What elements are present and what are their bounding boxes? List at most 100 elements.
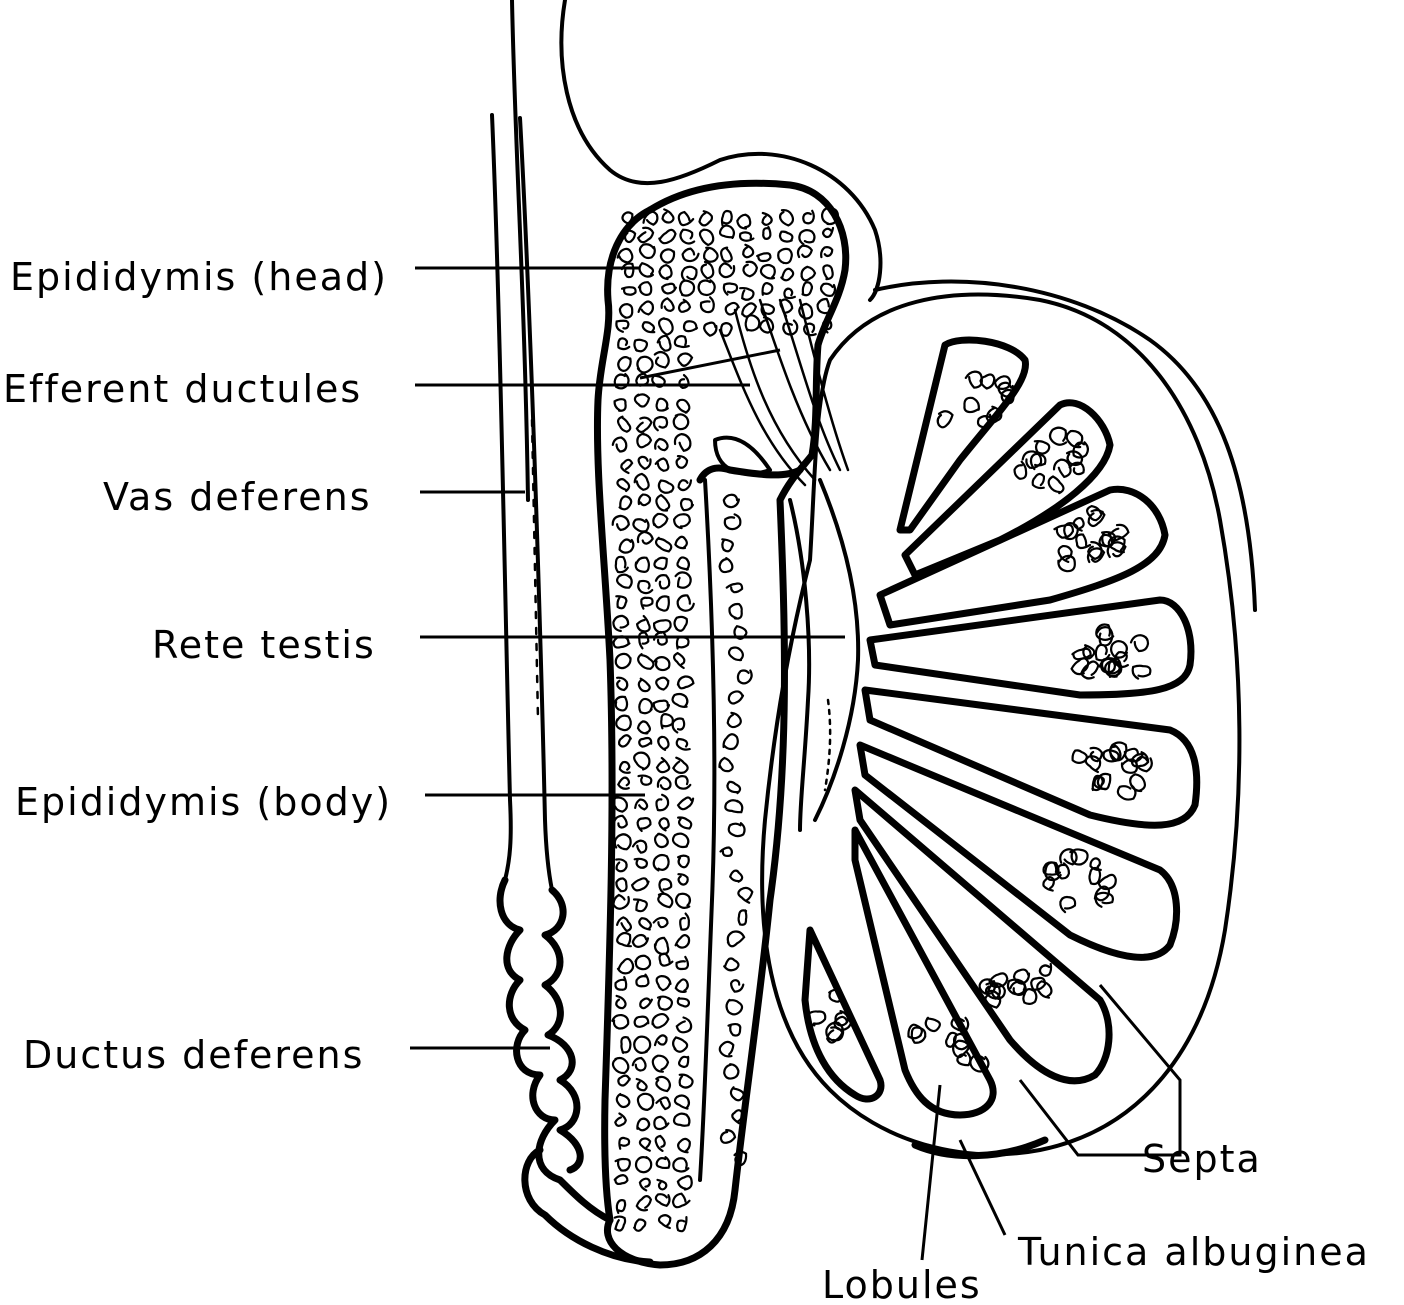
tubule-coil	[660, 713, 674, 730]
tubule-coil	[638, 1137, 652, 1152]
tubule-coil	[636, 817, 652, 833]
tubule-coil	[613, 398, 627, 412]
tubule-coil	[676, 1175, 693, 1191]
tubule-coil	[616, 931, 632, 948]
lobule-1	[896, 336, 1030, 534]
tubule-coil	[616, 573, 633, 589]
tubule-coil	[1042, 861, 1062, 876]
tubule-coil	[969, 1054, 990, 1073]
tubule-coil	[653, 350, 670, 369]
tubule-coil	[727, 690, 745, 705]
label-rete-testis: Rete testis	[152, 623, 376, 667]
tubule-coil	[677, 1137, 691, 1154]
label-tunica-albuginea: Tunica albuginea	[1017, 1230, 1370, 1274]
label-efferent-ductules: Efferent ductules	[3, 367, 362, 411]
tubule-coil	[657, 1214, 672, 1230]
tubule-coil	[1033, 440, 1051, 455]
label-epididymis-head: Epididymis (head)	[10, 255, 388, 299]
tubule-coil	[1038, 962, 1053, 977]
tubule-coil	[739, 286, 755, 301]
tubule-coil	[673, 1094, 691, 1110]
tubule-coil	[718, 262, 736, 279]
ductus-deferens-coils	[496, 876, 654, 1266]
tubule-coil	[638, 261, 655, 278]
tubule-coil	[737, 886, 754, 904]
tubule-coil	[659, 248, 676, 264]
tubule-coil	[637, 281, 653, 296]
tubule-coil	[638, 736, 653, 748]
tubule-coil	[777, 247, 793, 265]
tubule-coil	[654, 457, 670, 472]
tubule-coil	[1082, 644, 1096, 660]
lobule-4	[866, 596, 1195, 699]
tubule-coil	[636, 1092, 655, 1112]
tubule-coil	[618, 302, 634, 319]
tubule-coil	[801, 281, 814, 297]
tubule-coil	[983, 989, 1002, 1009]
tubule-coil	[680, 265, 698, 282]
tubule-coil	[614, 652, 632, 670]
tubule-coil	[727, 822, 746, 838]
tubule-coil	[798, 229, 816, 246]
tubule-coil	[674, 978, 689, 993]
tubule-coil	[678, 374, 690, 390]
tubule-coil	[725, 582, 744, 594]
tubule-coil	[1107, 535, 1126, 554]
tubule-coil	[1063, 522, 1079, 541]
tubule-coil	[655, 676, 670, 691]
tubule-coil	[637, 455, 652, 471]
tubule-coil	[616, 415, 632, 433]
tubule-coil	[726, 930, 746, 948]
label-ductus-deferens: Ductus deferens	[23, 1033, 364, 1077]
tubule-coil	[718, 1040, 735, 1058]
tubule-coil	[822, 264, 834, 281]
tubule-coil	[731, 1109, 744, 1125]
tubule-coil	[825, 1021, 845, 1042]
tubule-coil	[964, 370, 983, 389]
testis-capsule	[760, 279, 1257, 1160]
tubule-coil	[718, 224, 736, 239]
tubule-coil	[634, 954, 652, 971]
tubule-coil	[1108, 523, 1130, 542]
tubule-coil	[720, 246, 733, 263]
tubule-coil	[1100, 656, 1122, 675]
tubule-coil	[611, 514, 630, 532]
tubule-coil	[1129, 634, 1150, 653]
tubule-coil	[677, 854, 690, 869]
tubule-coil	[1057, 544, 1073, 563]
tubule-coil	[617, 734, 632, 748]
tubule-coil	[638, 1177, 651, 1192]
tubule-coil	[681, 247, 700, 263]
tubule-coil	[979, 373, 996, 390]
tubule-coil	[907, 1023, 923, 1040]
tubule-coil	[616, 478, 631, 493]
tubule-coil	[671, 756, 689, 774]
tubule-coil	[655, 397, 669, 412]
tubule-coil	[758, 316, 775, 334]
tubule-coil	[635, 1195, 653, 1212]
tubule-coil	[633, 1035, 652, 1055]
tubule-coil	[988, 972, 1009, 989]
tubule-coil	[1095, 623, 1115, 641]
tubule-coil	[1071, 647, 1092, 661]
tubule-coil	[611, 1013, 630, 1030]
tubule-coil	[733, 1150, 748, 1167]
tubule-coil	[653, 936, 670, 956]
tubule-coil	[1096, 772, 1112, 791]
tubule-coil	[655, 1156, 671, 1170]
tubule-coil	[651, 1054, 670, 1073]
tubule-coil	[655, 1075, 672, 1093]
tubule-coil	[615, 1199, 627, 1214]
tubule-coil	[618, 495, 633, 511]
tubule-coil	[721, 538, 734, 553]
tubule-coil	[623, 229, 637, 244]
tubule-coil	[1021, 450, 1043, 469]
tubule-coil	[654, 1193, 671, 1208]
tubule-coil	[655, 974, 672, 992]
tubule-coil	[620, 458, 634, 475]
tubule-coil	[1086, 547, 1106, 564]
tubule-coil	[673, 615, 689, 632]
tubule-coil	[618, 1136, 631, 1150]
tubule-coil	[652, 699, 671, 713]
tubule-coil	[1053, 523, 1075, 539]
